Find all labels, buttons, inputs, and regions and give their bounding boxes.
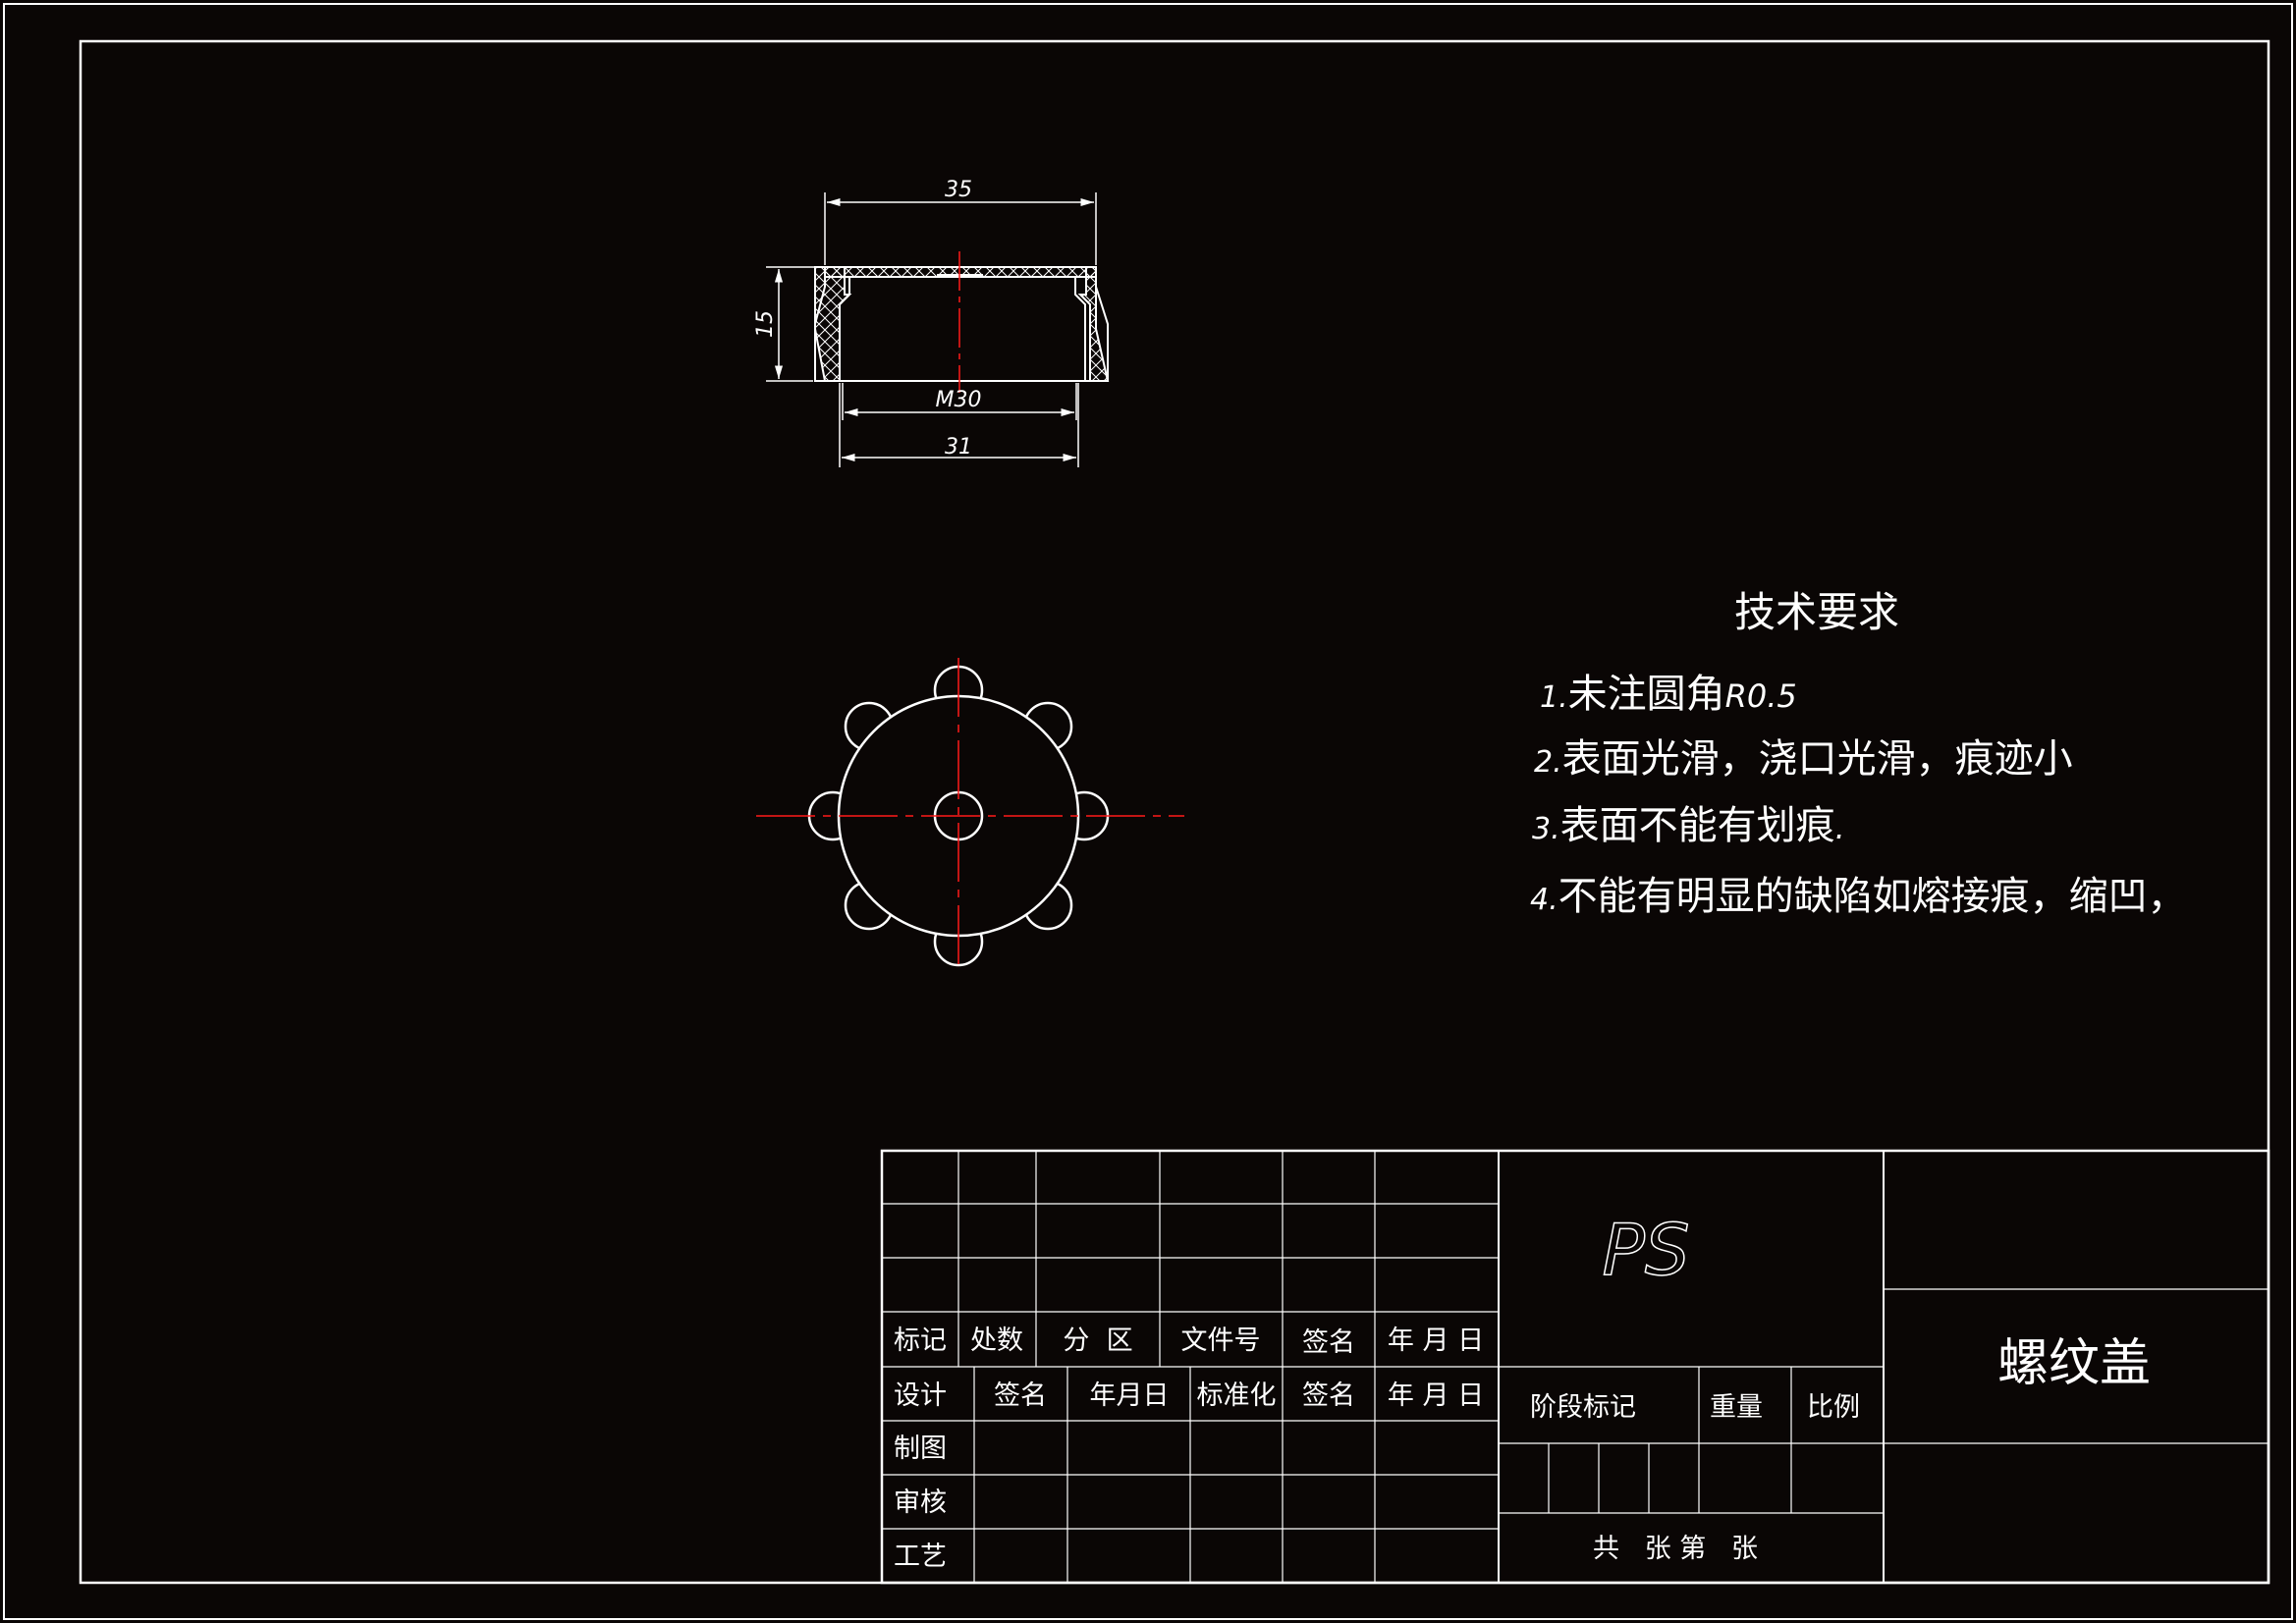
tech-req-text-1: 未注圆角	[1568, 672, 1725, 717]
tb-standard-date: 年 月 日	[1388, 1380, 1484, 1411]
tb-rev-mark: 标记	[894, 1325, 947, 1356]
tech-req-num-2: 2.	[1534, 745, 1562, 780]
tb-part-name: 螺纹盖	[1997, 1334, 2151, 1393]
dim-height-label: 15	[753, 310, 778, 338]
tech-req-text-2: 表面光滑，浇口光滑，痕迹小	[1562, 736, 2073, 782]
tech-req-item-3: 3.表面不能有划痕.	[1532, 803, 1845, 848]
dim-height	[766, 266, 823, 382]
tb-role-review: 审核	[894, 1488, 947, 1518]
tb-sheet-count: 共 张 第 张	[1593, 1534, 1758, 1564]
tech-req-item-2: 2.表面光滑，浇口光滑，痕迹小	[1534, 736, 2073, 782]
tb-rev-count: 处数	[970, 1325, 1023, 1356]
outer-border	[3, 3, 2293, 1620]
revision-header-row: 标记 处数 分 区 文件号 签名 年 月 日	[894, 1325, 1484, 1358]
dim-thread-label: M30	[936, 388, 982, 412]
tech-req-text-3: 表面不能有划痕	[1560, 803, 1835, 848]
inner-border	[79, 39, 2270, 1585]
section-outline	[814, 266, 1109, 382]
tb-rev-doc-no: 文件号	[1181, 1325, 1261, 1356]
dim-thread	[842, 383, 1077, 420]
tb-design: 设计	[894, 1380, 947, 1411]
tb-company-name: PS	[1602, 1209, 1689, 1291]
plan-centerlines	[756, 658, 1184, 972]
section-bore	[839, 276, 1086, 381]
tb-weight: 重量	[1710, 1392, 1763, 1423]
title-block	[880, 1149, 2270, 1585]
tech-req-text-4: 不能有明显的缺陷如熔接痕，缩凹，	[1558, 874, 2187, 919]
tech-req-num-1: 1.	[1540, 680, 1568, 715]
tb-standardization: 标准化	[1197, 1380, 1277, 1411]
dim-bottom-width-label: 31	[945, 435, 972, 460]
tb-rev-date: 年 月 日	[1388, 1325, 1484, 1356]
section-wall-left	[814, 266, 852, 382]
approval-header-row: 设计 签名 年月日 标准化 签名 年 月 日	[894, 1380, 1484, 1411]
tech-req-num-3: 3.	[1532, 812, 1560, 846]
tech-req-num-4: 4.	[1530, 883, 1558, 917]
dim-bottom-width	[839, 383, 1079, 467]
tb-role-draw: 制图	[894, 1434, 947, 1464]
dim-top-width	[824, 192, 1097, 265]
tech-req-tail-1: R0.5	[1725, 677, 1797, 715]
tb-stage-mark: 阶段标记	[1530, 1392, 1636, 1423]
tb-design-date: 年月日	[1090, 1380, 1170, 1411]
tb-scale: 比例	[1807, 1392, 1860, 1423]
section-top-plate	[824, 266, 1097, 278]
tech-req-tail-3: .	[1835, 809, 1845, 846]
tb-design-signature: 签名	[994, 1380, 1047, 1411]
section-view	[814, 266, 1110, 382]
tb-rev-signature: 签名	[1302, 1327, 1355, 1358]
tech-req-title: 技术要求	[1734, 588, 1899, 636]
tech-req-item-1: 1.未注圆角R0.5	[1540, 672, 1797, 717]
tech-req-item-4: 4.不能有明显的缺陷如熔接痕，缩凹，	[1530, 874, 2187, 919]
tb-standard-signature: 签名	[1302, 1380, 1355, 1411]
tb-rev-zone: 分 区	[1063, 1325, 1132, 1356]
tb-role-process: 工艺	[894, 1542, 947, 1572]
dim-top-width-label: 35	[945, 178, 972, 202]
